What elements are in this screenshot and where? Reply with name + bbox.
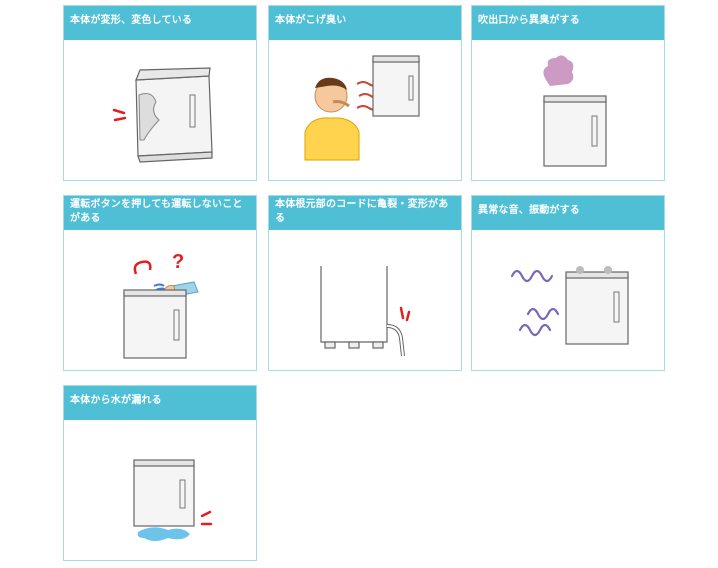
card-title: 本体が変形、変色している [64,6,256,40]
card-title: 運転ボタンを押しても運転しないことがある [64,196,256,230]
card-title: 異常な音、振動がする [472,196,664,230]
card-title: 本体から水が漏れる [64,386,256,420]
noise-vibration-icon [510,266,629,345]
symptom-card-cord: 本体根元部のコードに亀裂・変形がある [268,195,462,371]
symptom-card-water-leak: 本体から水が漏れる [63,385,257,561]
symptom-card-odor: 吹出口から異臭がする [471,5,665,181]
button-not-working-icon: ? [123,251,199,359]
burnt-smell-icon [304,55,420,161]
svg-text:?: ? [172,251,184,273]
odor-from-outlet-icon [543,55,607,167]
card-title: 本体根元部のコードに亀裂・変形がある [269,196,461,230]
card-title: 本体がこげ臭い [269,6,461,40]
symptom-card-burnt-smell: 本体がこげ臭い [268,5,462,181]
card-title: 吹出口から異臭がする [472,6,664,40]
water-leak-icon [133,459,213,541]
deformed-humidifier-icon [112,67,213,163]
cord-damage-icon [320,266,411,357]
symptom-card-deformed: 本体が変形、変色している [63,5,257,181]
symptom-card-button: 運転ボタンを押しても運転しないことがある ? [63,195,257,371]
symptom-card-noise: 異常な音、振動がする [471,195,665,371]
